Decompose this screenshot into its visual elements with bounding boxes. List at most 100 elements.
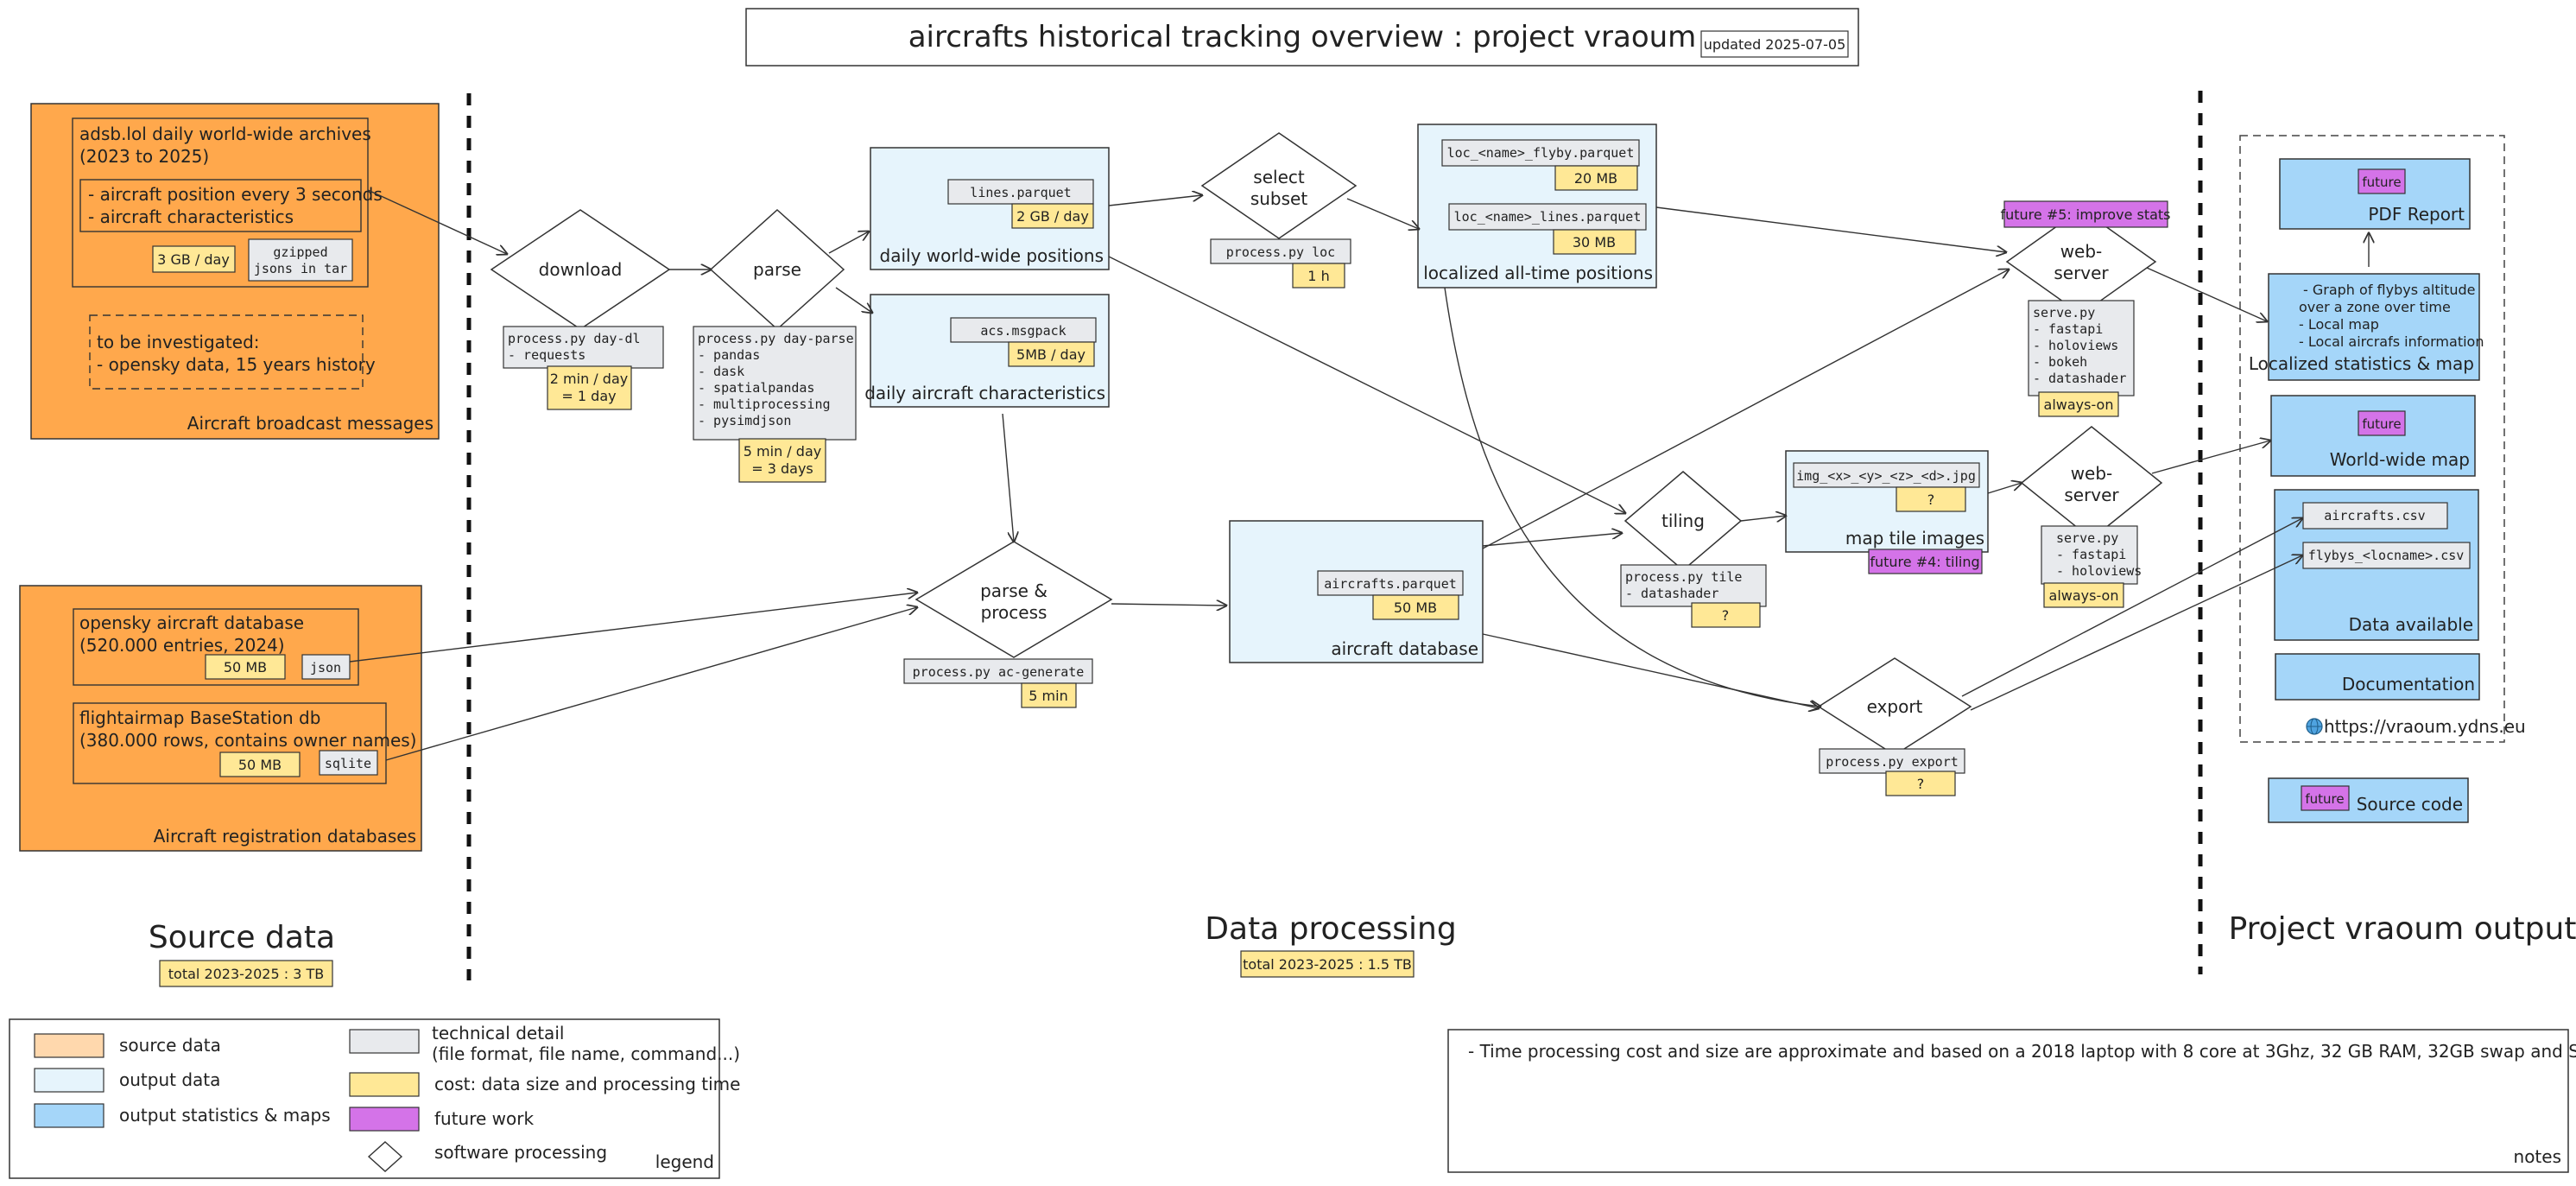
- acs-size-badge: [1008, 341, 1095, 367]
- web1-cmd-0: serve.py: [2033, 305, 2095, 320]
- svg-text:- aircraft position every 3 se: - aircraft position every 3 seconds: [88, 184, 383, 205]
- svg-text:process.py loc: process.py loc: [1226, 244, 1335, 260]
- svg-text:5 min: 5 min: [1029, 688, 1067, 704]
- svg-text:always-on: always-on: [2044, 396, 2114, 413]
- output-daily-positions: lines.parquet 2 GB / day daily world-wid…: [870, 147, 1110, 270]
- svg-text:always-on: always-on: [2049, 587, 2119, 604]
- legend-swatch-cost: [349, 1072, 420, 1097]
- flow-arrows: [349, 189, 2369, 761]
- output-map-tiles: img_<x>_<y>_<z>_<d>.jpg ? map tile image…: [1785, 450, 1989, 574]
- svg-text:loc_<name>_lines.parquet: loc_<name>_lines.parquet: [1454, 209, 1642, 225]
- svg-text:server: server: [2064, 485, 2119, 505]
- svg-text:50 MB: 50 MB: [224, 659, 267, 675]
- section-title-source: Source data: [149, 920, 335, 955]
- svg-text:process.py tile: process.py tile: [1625, 569, 1742, 585]
- adsb-format-badge: [248, 238, 353, 282]
- svg-text:process.py ac-generate: process.py ac-generate: [913, 664, 1085, 680]
- svg-text:20 MB: 20 MB: [1574, 170, 1617, 187]
- flyby-size-badge: [1554, 165, 1638, 191]
- svg-text:jsons in tar: jsons in tar: [254, 261, 347, 276]
- web1-cmd-1: - fastapi: [2033, 321, 2103, 337]
- svg-text:1 h: 1 h: [1307, 268, 1329, 284]
- investigate-box: [89, 314, 364, 390]
- loclines-file-badge: [1448, 203, 1647, 231]
- parse-cost-badge: [738, 438, 826, 483]
- parse-cmd-2: - dask: [698, 364, 744, 379]
- svg-text:notes: notes: [2514, 1146, 2561, 1167]
- svg-text:future #4: tiling: future #4: tiling: [1870, 554, 1979, 570]
- lines-file-badge: [947, 179, 1094, 205]
- documentation-box: [2275, 653, 2480, 701]
- svg-text:lines.parquet: lines.parquet: [970, 185, 1071, 200]
- fam-size-badge: [219, 752, 301, 777]
- svg-text:process.py export: process.py export: [1826, 754, 1959, 770]
- flyby-file-badge: [1441, 139, 1640, 167]
- export-cost-badge: [1885, 771, 1956, 796]
- web2-cmd-badge: [2041, 525, 2138, 585]
- source-broadcast-panel: adsb.lol daily world-wide archives (2023…: [30, 103, 440, 440]
- svg-text:daily aircraft characteristics: daily aircraft characteristics: [864, 383, 1105, 403]
- legend-swatch-output-data: [34, 1068, 104, 1093]
- acgen-cmd-badge: [903, 658, 1093, 684]
- svg-text:parse: parse: [753, 259, 801, 280]
- svg-text:flightairmap BaseStation db: flightairmap BaseStation db: [79, 707, 320, 728]
- web1-cmd-4: - datashader: [2033, 371, 2126, 386]
- svg-text:3 GB / day: 3 GB / day: [157, 251, 230, 268]
- svg-text:download: download: [539, 259, 623, 280]
- csv-aircrafts-badge: [2302, 502, 2448, 530]
- source-future-badge: [2301, 785, 2350, 811]
- svg-text:legend: legend: [655, 1151, 714, 1172]
- svg-text:tiling: tiling: [1661, 511, 1705, 531]
- website-frame: [2239, 135, 2505, 743]
- svg-text:?: ?: [1722, 607, 1730, 624]
- process-tiling: tiling process.py tile - datashader ?: [1620, 471, 1767, 628]
- svg-text:(380.000 rows, contains owner: (380.000 rows, contains owner names): [79, 730, 417, 751]
- svg-text:server: server: [2054, 263, 2109, 283]
- svg-text:acs.msgpack: acs.msgpack: [980, 323, 1066, 339]
- process-ac-generate: parse & process process.py ac-generate 5…: [903, 541, 1113, 708]
- acgen-cost-badge: [1021, 682, 1077, 708]
- parse-cmd-3: - spatialpandas: [698, 380, 814, 396]
- svg-text:Localized statistics & map: Localized statistics & map: [2249, 353, 2474, 374]
- stats-line-0: - Graph of flybys altitude: [2303, 282, 2476, 298]
- svg-text:?: ?: [1917, 776, 1925, 792]
- process-download: download process.py day-dl - requests 2 …: [490, 209, 671, 410]
- svg-text:= 3 days: = 3 days: [751, 460, 813, 477]
- legend-swatch-output-stats: [34, 1103, 104, 1128]
- web1-cost-badge: [2038, 391, 2119, 417]
- pdf-future-badge: [2358, 168, 2406, 194]
- svg-text:- aircraft characteristics: - aircraft characteristics: [88, 206, 294, 227]
- svg-text:future: future: [2305, 791, 2344, 807]
- processing-total: total 2023-2025 : 1.5 TB: [1243, 956, 1412, 973]
- opensky-db-box: [73, 608, 359, 686]
- process-webserver-stats: web- server future #5: improve stats ser…: [2000, 200, 2171, 417]
- svg-text:future: future: [2362, 174, 2401, 190]
- lines-size-badge: [1011, 203, 1094, 229]
- svg-text:web-: web-: [2071, 463, 2113, 484]
- notes: - Time processing cost and size are appr…: [1447, 1029, 2576, 1173]
- output-daily-characteristics: acs.msgpack 5MB / day daily aircraft cha…: [864, 294, 1110, 408]
- updated-badge: [1700, 30, 1849, 58]
- legend-swatch-process: [367, 1141, 403, 1172]
- worldmap-future-badge: [2358, 410, 2406, 436]
- section-title-output: Project vraoum output: [2229, 911, 2576, 947]
- stats-map-box: [2268, 273, 2480, 381]
- fam-format-badge: [319, 750, 378, 776]
- svg-text:Source code: Source code: [2357, 794, 2463, 815]
- output-localized-positions: loc_<name>_flyby.parquet 20 MB loc_<name…: [1417, 124, 1657, 289]
- csv-flybys-badge: [2302, 542, 2471, 569]
- parse-cmd-5: - pysimdjson: [698, 413, 791, 428]
- svg-text:software processing: software processing: [434, 1142, 607, 1163]
- web2-cmd-2: - holoviews: [2056, 563, 2142, 579]
- svg-text:?: ?: [1927, 492, 1935, 508]
- svg-text:loc_<name>_flyby.parquet: loc_<name>_flyby.parquet: [1447, 145, 1635, 161]
- process-parse: parse process.py day-parse - pandas - da…: [693, 208, 857, 483]
- process-webserver-map: web- server serve.py - fastapi - holovie…: [2020, 426, 2163, 608]
- svg-text:web-: web-: [2060, 241, 2103, 262]
- opensky-format-badge: [301, 654, 351, 680]
- process-select-subset: select subset process.py loc 1 h: [1200, 132, 1358, 289]
- website-url[interactable]: https://vraoum.ydns.eu: [2324, 716, 2526, 737]
- svg-text:json: json: [310, 660, 341, 675]
- svg-text:5 min / day: 5 min / day: [744, 443, 821, 460]
